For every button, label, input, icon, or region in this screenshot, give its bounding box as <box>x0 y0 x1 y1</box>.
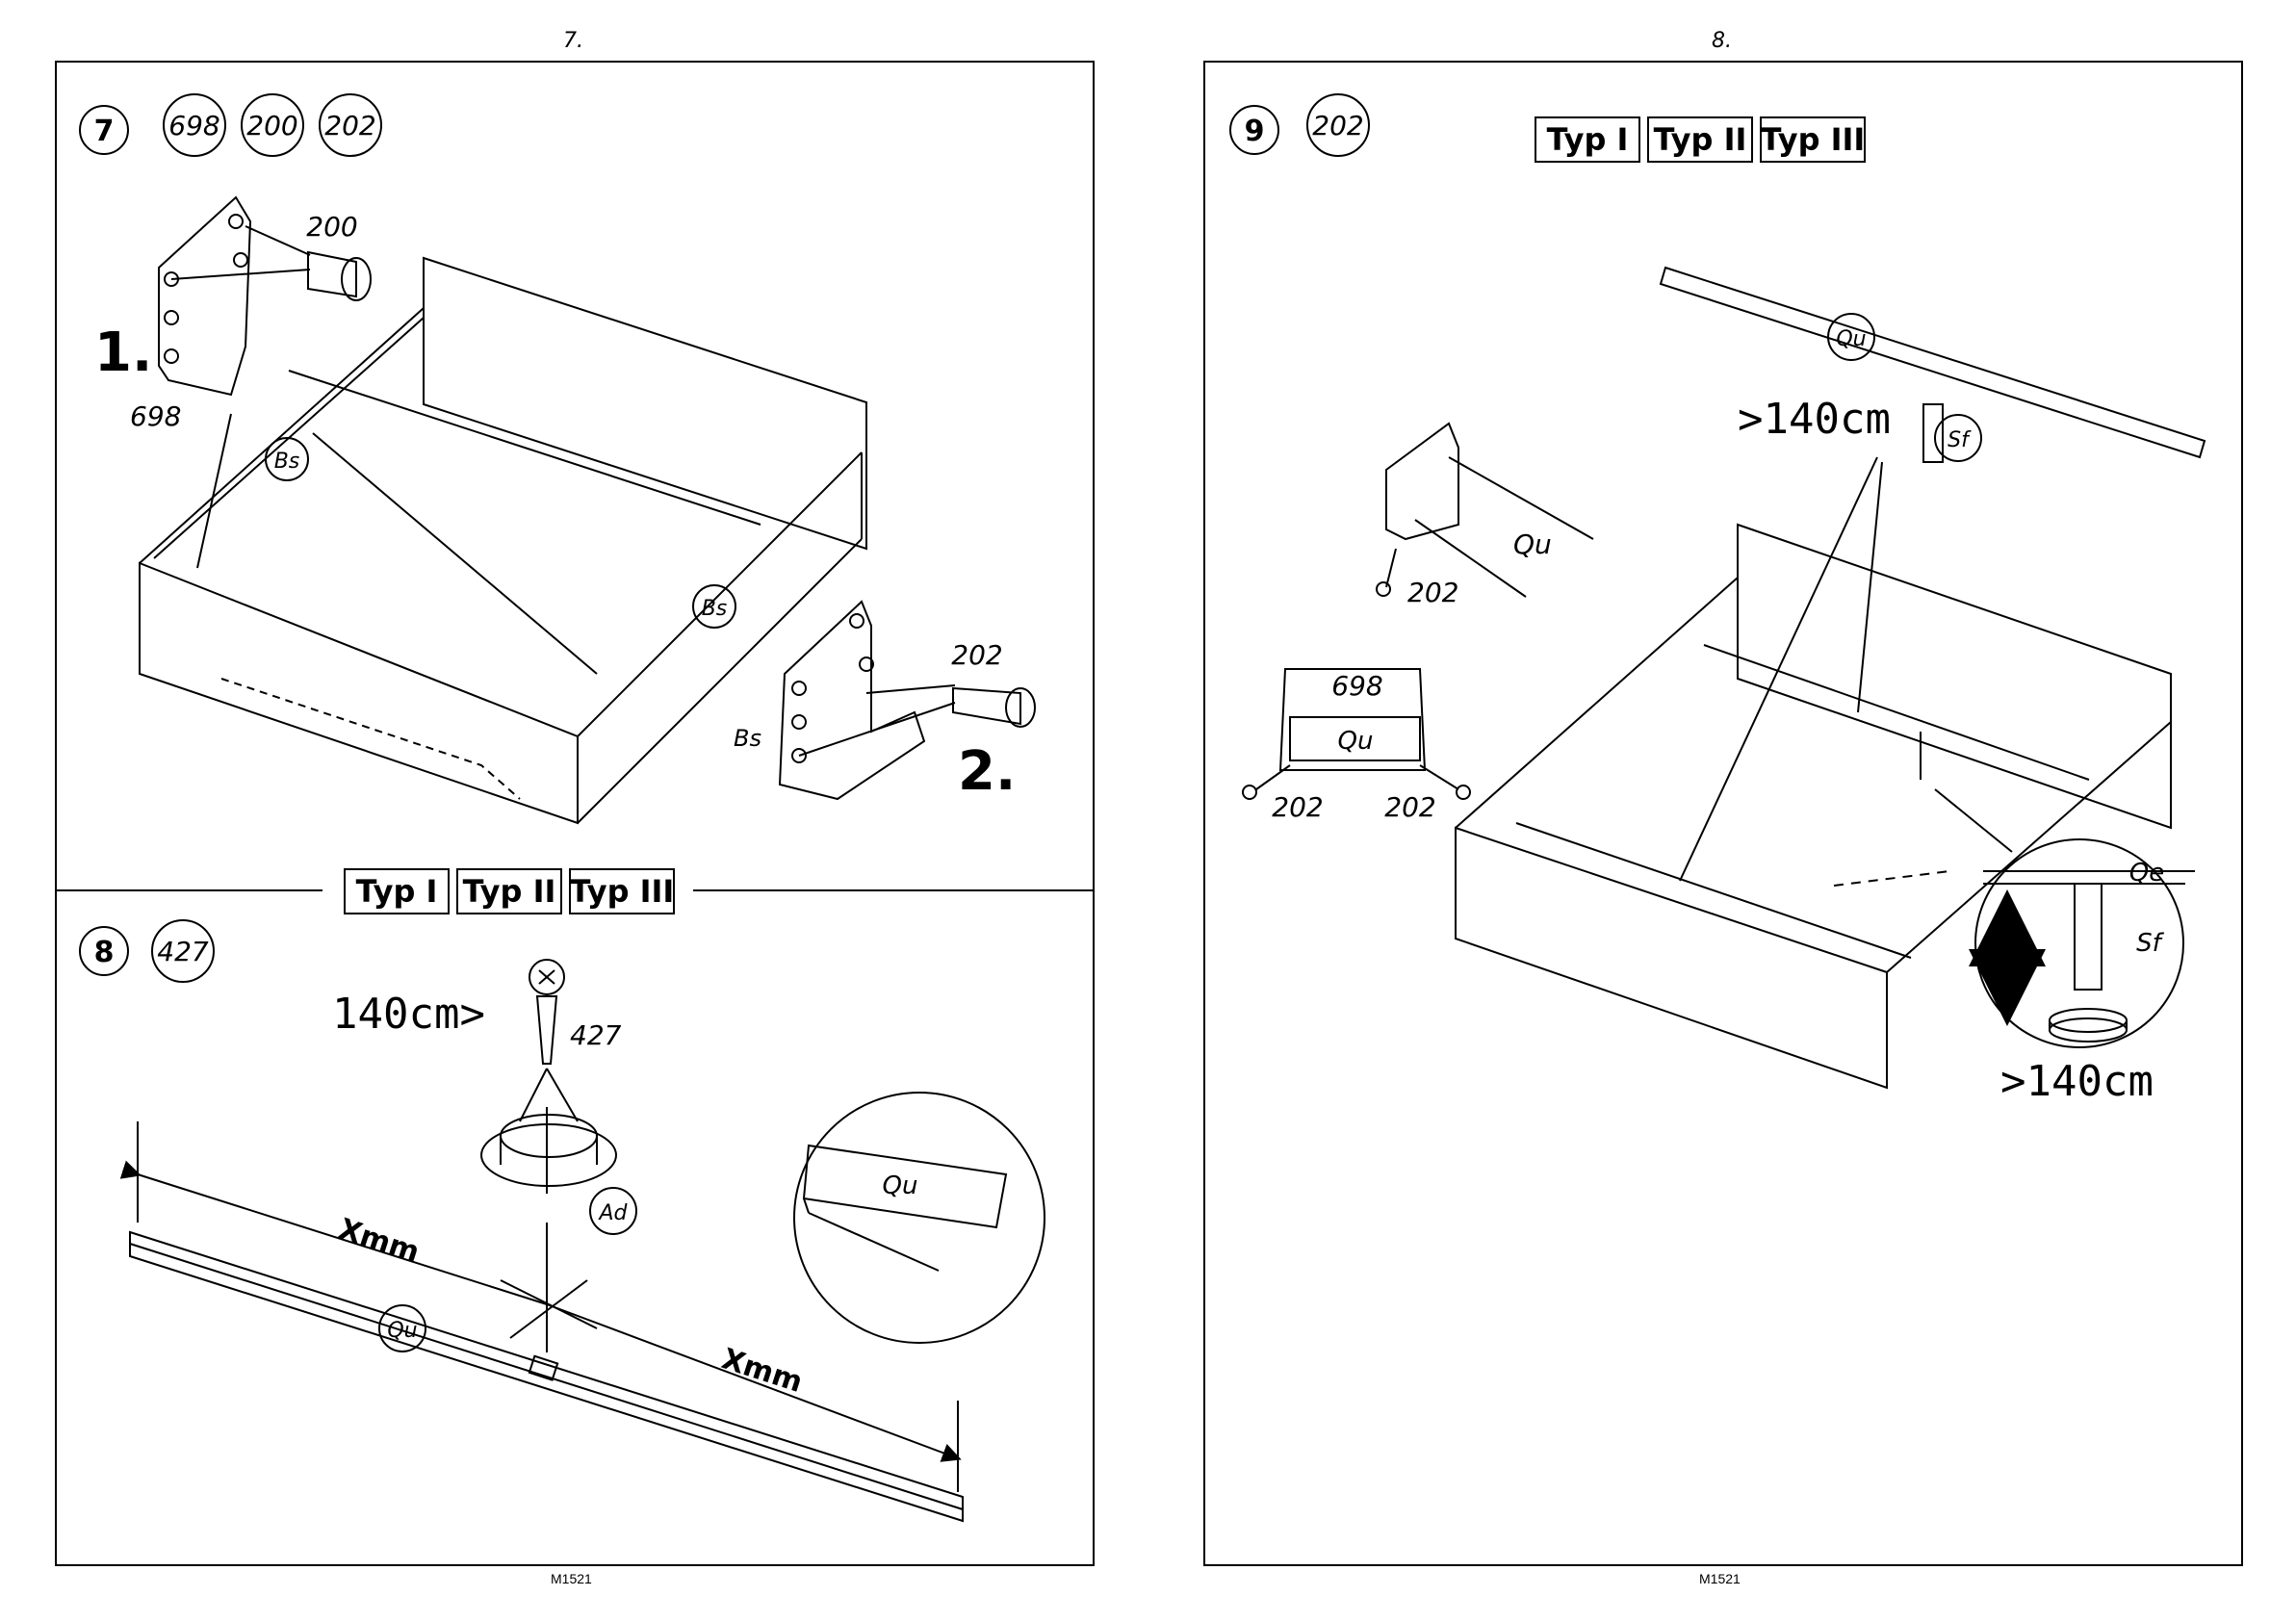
type-label-3: Typ III <box>570 873 675 910</box>
bracket-698-qu: Qu <box>1338 727 1374 756</box>
step-8-number: 8 <box>94 936 115 969</box>
type-label-1: Typ I <box>356 873 438 910</box>
size-140cm-label: 140cm> <box>332 990 485 1039</box>
bracket-698 <box>159 197 250 395</box>
step-9: 9 202 Typ I Typ II Typ III Qu >140cm Sf <box>1230 94 2205 1106</box>
step-9-number: 9 <box>1245 115 1265 148</box>
step-9-type-1: Typ I <box>1547 121 1629 158</box>
foot-label-sf: Sf <box>1948 428 1972 452</box>
screw-label-202: 202 <box>951 639 1002 671</box>
step-9-side-panel <box>1456 828 1887 1088</box>
dimension-label-right: Xmm <box>718 1342 807 1400</box>
dimension-label-left: Xmm <box>335 1212 424 1270</box>
screw-label-right-202: 202 <box>1384 791 1435 823</box>
qe-label: Qe <box>2129 859 2164 888</box>
left-divider: Typ I Typ II Typ III <box>55 869 1095 914</box>
bs-side-label: Bs <box>734 725 761 752</box>
bracket-qu-label: Qu <box>1513 528 1552 560</box>
beam-detail-circle <box>794 1093 1045 1343</box>
step-7-part-2: 200 <box>246 110 297 142</box>
bracket-label-698: 698 <box>130 400 181 432</box>
step-9-beam-label: Qu <box>1836 327 1866 351</box>
footer-code-left: M1521 <box>551 1571 592 1586</box>
headboard-panel <box>424 258 866 549</box>
size-over-140cm-top: >140cm <box>1738 395 1891 444</box>
step-9-type-3: Typ III <box>1761 121 1866 158</box>
adapter-label-ad: Ad <box>597 1201 628 1225</box>
rail-label-bs-1: Bs <box>274 450 300 474</box>
step-7-number: 7 <box>94 115 115 148</box>
bracket-2 <box>780 602 924 799</box>
step-9-headboard <box>1738 525 2171 828</box>
screw-label-200: 200 <box>306 211 357 243</box>
step-7-part-3: 202 <box>324 110 375 142</box>
size-over-140cm-bottom: >140cm <box>2000 1057 2154 1106</box>
screw-label-left-202: 202 <box>1272 791 1323 823</box>
step-9-type-2: Typ II <box>1654 121 1747 158</box>
step-7-part-1: 698 <box>168 110 219 142</box>
step-8-part-1: 427 <box>157 936 209 967</box>
sub-step-1: 1. <box>94 322 152 384</box>
step-8: 8 427 140cm> 427 Ad Qu Xmm Xmm <box>80 920 1045 1521</box>
screw-label-427: 427 <box>570 1019 622 1051</box>
step-9-part-1: 202 <box>1312 110 1363 142</box>
footer-code-right: M1521 <box>1699 1571 1741 1586</box>
rail-label-bs-2: Bs <box>702 597 728 621</box>
type-label-2: Typ II <box>463 873 556 910</box>
sf-detail-label: Sf <box>2136 929 2165 958</box>
step-7: 7 698 200 202 200 1. 698 <box>80 94 1035 823</box>
screw-label-top-202: 202 <box>1407 577 1458 608</box>
beam-label-qu: Qu <box>387 1319 417 1343</box>
step-9-bracket <box>1386 424 1458 539</box>
sub-step-2: 2. <box>958 740 1016 803</box>
detail-label-qu: Qu <box>883 1171 918 1200</box>
bracket-698-number: 698 <box>1331 670 1382 702</box>
